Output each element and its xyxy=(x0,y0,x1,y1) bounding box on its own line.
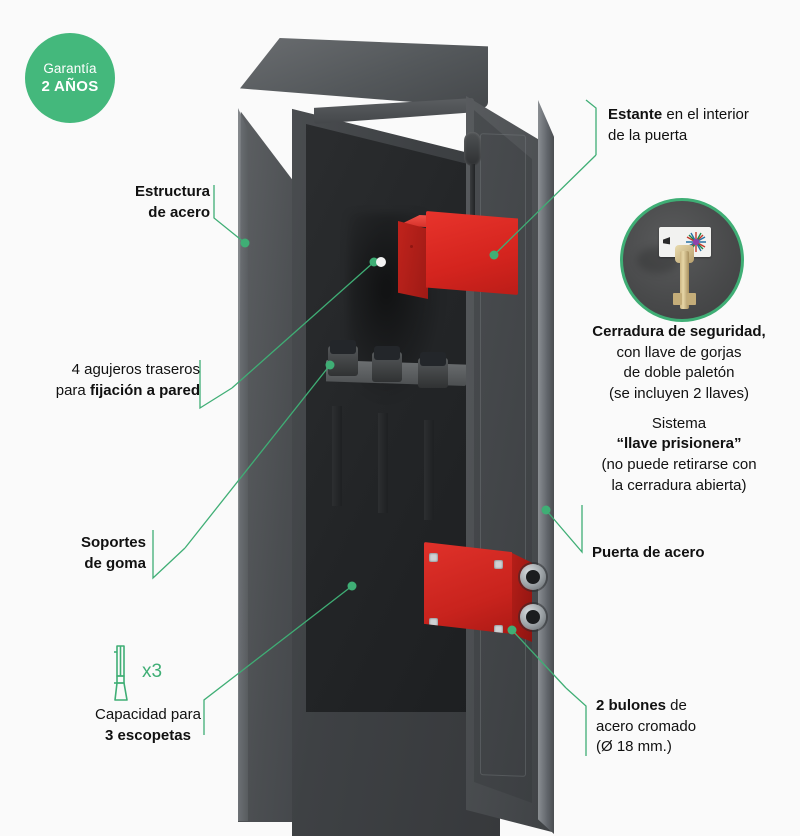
structure-title: Estructura xyxy=(134,183,210,200)
bolts-line1-bold: 2 bulones xyxy=(596,697,667,714)
shotgun-icon xyxy=(114,645,128,701)
lock-mechanism xyxy=(424,538,554,648)
callout-capacity: Capacidad para 3 escopetas xyxy=(50,705,246,746)
rubber-cap xyxy=(420,352,446,366)
barrel-slot xyxy=(378,413,388,513)
chrome-bolt xyxy=(520,564,546,590)
bolts-line3: (Ø 18 mm.) xyxy=(596,738,672,756)
lock-line2: con llave de gorjas xyxy=(616,343,742,361)
lockbox-screw-icon xyxy=(429,553,438,562)
wall-holes-line2-prefix: para xyxy=(55,381,90,399)
lock-line1: Cerradura de seguridad, xyxy=(592,323,766,340)
chrome-bolt xyxy=(520,604,546,630)
callout-structure: Estructura de acero xyxy=(40,182,210,223)
shelf-rest1: en el interior xyxy=(662,106,749,123)
capacity-line2: 3 escopetas xyxy=(105,726,191,744)
shelf-front-face xyxy=(426,211,518,295)
callout-rubber-supports: Soportes de goma xyxy=(20,533,146,574)
key-tag-mark-icon xyxy=(663,236,681,245)
steel-door-title: Puerta de acero xyxy=(592,544,705,561)
lock-line5: Sistema xyxy=(651,414,707,432)
warranty-years: 2 AÑOS xyxy=(41,78,99,96)
warranty-label: Garantía xyxy=(43,60,97,76)
rubber-cap xyxy=(330,340,356,354)
callout-steel-door: Puerta de acero xyxy=(592,543,792,564)
infographic-canvas: Garantía 2 AÑOS xyxy=(20,33,800,836)
shelf-rest2: de la puerta xyxy=(608,126,688,144)
lockbox-screw-icon xyxy=(494,625,503,634)
key-photo xyxy=(620,198,744,322)
rubber-cap xyxy=(374,346,400,360)
callout-lock: Cerradura de seguridad, con llave de gor… xyxy=(558,322,800,497)
bolts-line2: acero cromado xyxy=(596,717,697,735)
key-bit xyxy=(687,293,696,305)
callout-wall-holes: 4 agujeros traseros para fijación a pare… xyxy=(22,360,200,401)
door-outer-edge xyxy=(538,100,554,834)
barrel-slot xyxy=(424,420,434,520)
rubber-line1: Soportes xyxy=(80,534,146,551)
lock-line7: (no puede retirarse con xyxy=(601,456,757,474)
safe-top-lip xyxy=(314,98,474,124)
shelf-rivet-icon xyxy=(410,245,413,248)
door-hinge xyxy=(464,132,710,241)
lock-line8: la cerradura abierta) xyxy=(611,476,747,494)
safe-top-panel xyxy=(240,38,488,108)
capacity-multiplier: x3 xyxy=(142,661,163,682)
lock-line3: de doble paletón xyxy=(623,364,735,382)
capacity-icon-group: x3 xyxy=(108,645,228,705)
structure-subtitle: de acero xyxy=(148,203,210,221)
wall-holes-line2-bold: fijación a pared xyxy=(89,381,200,399)
key-shaft xyxy=(680,251,689,309)
warranty-badge: Garantía 2 AÑOS xyxy=(25,33,115,123)
hinge-rod xyxy=(470,164,475,264)
lock-line4: (se incluyen 2 llaves) xyxy=(608,385,750,403)
interior-shelf xyxy=(398,203,518,299)
lock-line6: “llave prisionera” xyxy=(616,435,742,453)
gun-safe-illustration xyxy=(228,38,710,836)
rubber-line2: de goma xyxy=(84,554,146,572)
lockbox-front-face xyxy=(424,542,512,634)
bolts-line1-rest: de xyxy=(666,697,687,714)
callout-bolts: 2 bulones de acero cromado (Ø 18 mm.) xyxy=(596,696,796,758)
capacity-line1: Capacidad para xyxy=(95,706,201,723)
callout-shelf: Estante en el interior de la puerta xyxy=(608,105,798,146)
barrel-slot xyxy=(332,406,342,506)
key-tag-card xyxy=(659,227,711,257)
wall-holes-line1: 4 agujeros traseros xyxy=(71,361,200,378)
key-bit xyxy=(673,293,682,305)
lockbox-screw-icon xyxy=(429,618,438,627)
shelf-side-face xyxy=(398,221,428,299)
shelf-title: Estante xyxy=(608,106,663,123)
rubber-supports xyxy=(326,338,468,410)
lockbox-screw-icon xyxy=(494,560,503,569)
